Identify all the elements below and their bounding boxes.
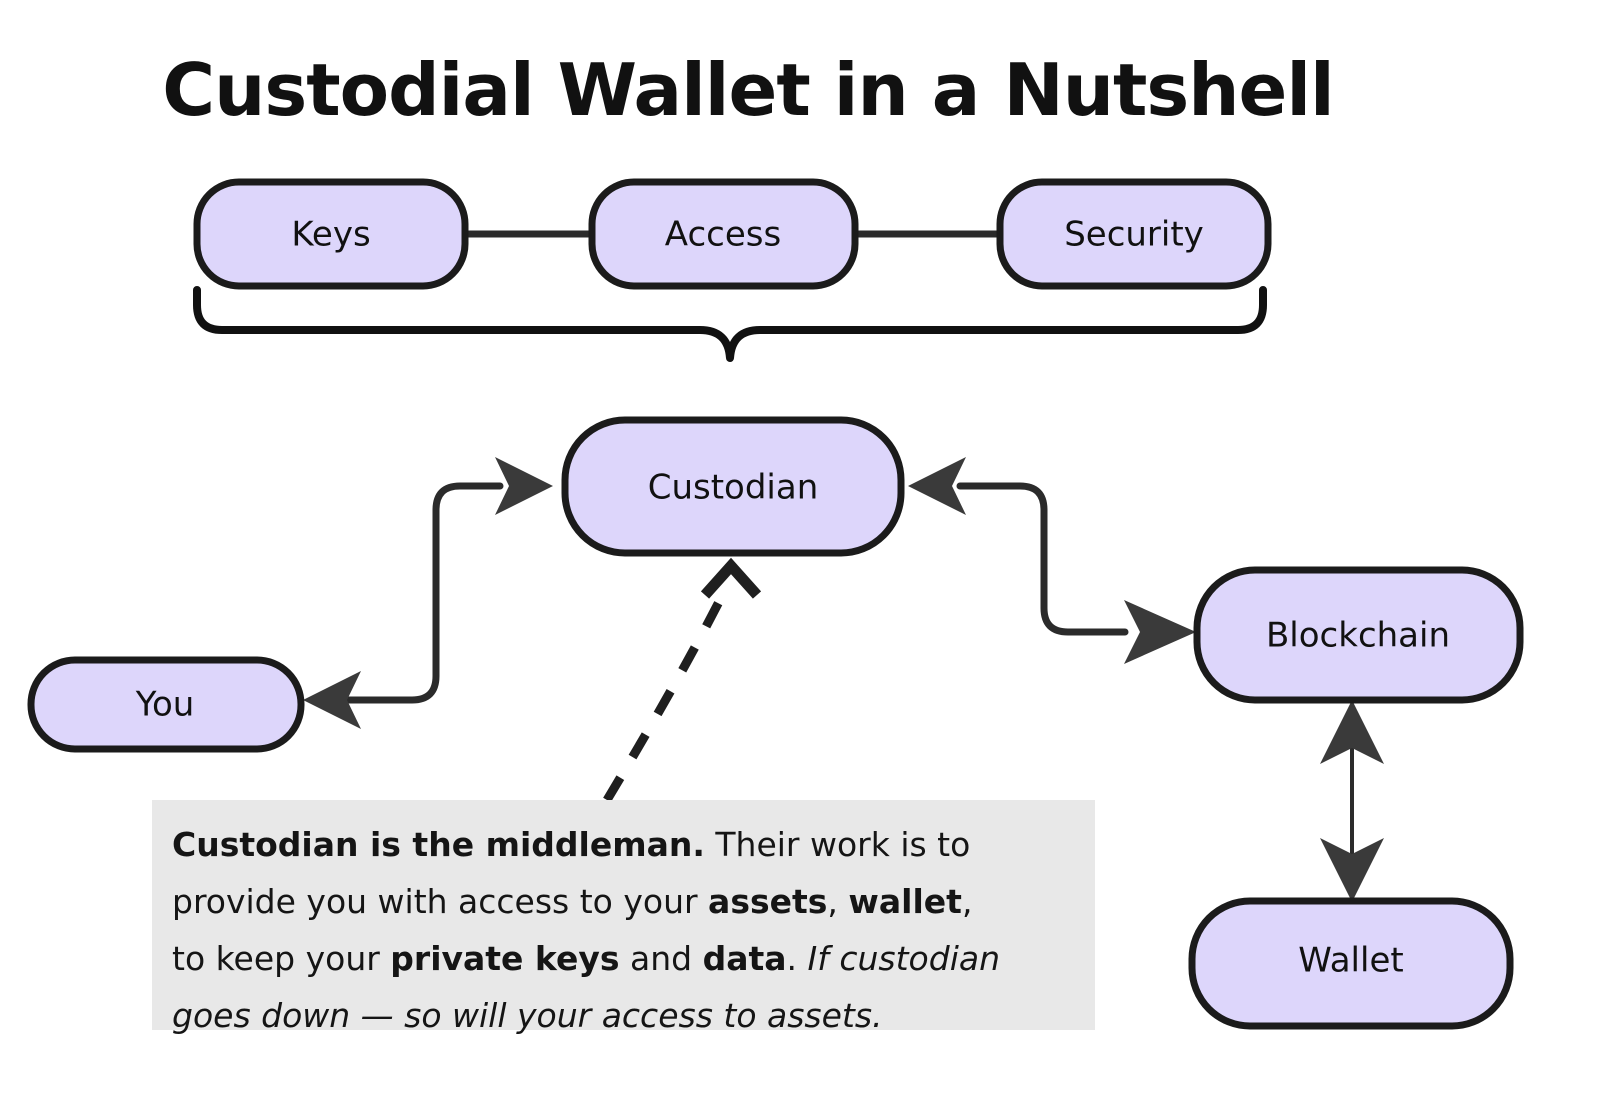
arrow-head-to-blockchain-up bbox=[1320, 700, 1384, 764]
note-line3-italic: If custodian bbox=[807, 939, 1001, 978]
note-line4-italic: goes down — so will your access to asset… bbox=[172, 996, 883, 1035]
node-security-shape bbox=[996, 178, 1272, 290]
note-line3-a: to keep your bbox=[172, 939, 391, 978]
arrow-head-to-custodian-right bbox=[908, 457, 966, 515]
note-line2-a: provide you with access to your bbox=[172, 882, 709, 921]
arrow-head-to-wallet-down bbox=[1320, 838, 1384, 902]
note-line3-e: . bbox=[786, 939, 808, 978]
arrow-head-note-to-custodian bbox=[700, 557, 762, 599]
edge-custodian-blockchain bbox=[956, 482, 1129, 636]
node-wallet-shape bbox=[1188, 897, 1514, 1030]
node-keys[interactable]: Keys bbox=[193, 178, 469, 290]
node-keys-label: Keys bbox=[291, 215, 370, 255]
edge-note-custodian-dashed bbox=[603, 583, 732, 803]
node-security[interactable]: Security bbox=[996, 178, 1272, 290]
node-you-shape bbox=[27, 656, 305, 753]
node-wallet-label: Wallet bbox=[1298, 941, 1403, 981]
note-line3-data: data bbox=[702, 939, 787, 978]
note-line2-wallet: wallet bbox=[848, 882, 962, 921]
node-custodian-shape bbox=[561, 416, 905, 557]
note-lead-bold: Custodian is the middleman. bbox=[172, 825, 705, 864]
node-you-label: You bbox=[135, 685, 195, 725]
node-blockchain-label: Blockchain bbox=[1266, 616, 1450, 656]
arrow-head-to-custodian-left bbox=[495, 457, 553, 515]
note-line2-c: , bbox=[827, 882, 849, 921]
node-security-label: Security bbox=[1064, 215, 1204, 255]
arrow-head-to-you bbox=[303, 671, 361, 729]
page-title: Custodial Wallet in a Nutshell bbox=[162, 48, 1333, 132]
node-custodian-label: Custodian bbox=[648, 468, 819, 508]
node-access-label: Access bbox=[665, 215, 781, 255]
node-you[interactable]: You bbox=[27, 656, 305, 753]
node-keys-shape bbox=[193, 178, 469, 290]
node-access-shape bbox=[588, 178, 859, 290]
node-blockchain-shape bbox=[1193, 566, 1524, 704]
brace-to-custodian bbox=[193, 286, 1267, 362]
node-blockchain[interactable]: Blockchain bbox=[1193, 566, 1524, 704]
note-line1-rest: Their work is to bbox=[704, 825, 971, 864]
node-wallet[interactable]: Wallet bbox=[1188, 897, 1514, 1030]
node-custodian[interactable]: Custodian bbox=[561, 416, 905, 557]
note-line3-c: and bbox=[619, 939, 703, 978]
node-access[interactable]: Access bbox=[588, 178, 859, 290]
note-line2-assets: assets bbox=[708, 882, 828, 921]
note-paragraph: Custodian is the middleman. Their work i… bbox=[172, 816, 1075, 1044]
edge-you-custodian bbox=[341, 482, 504, 704]
arrow-head-to-blockchain bbox=[1124, 600, 1196, 664]
note-line2-e: , bbox=[961, 882, 973, 921]
note-line3-private-keys: private keys bbox=[390, 939, 620, 978]
note-callout: Custodian is the middleman. Their work i… bbox=[152, 800, 1095, 1035]
